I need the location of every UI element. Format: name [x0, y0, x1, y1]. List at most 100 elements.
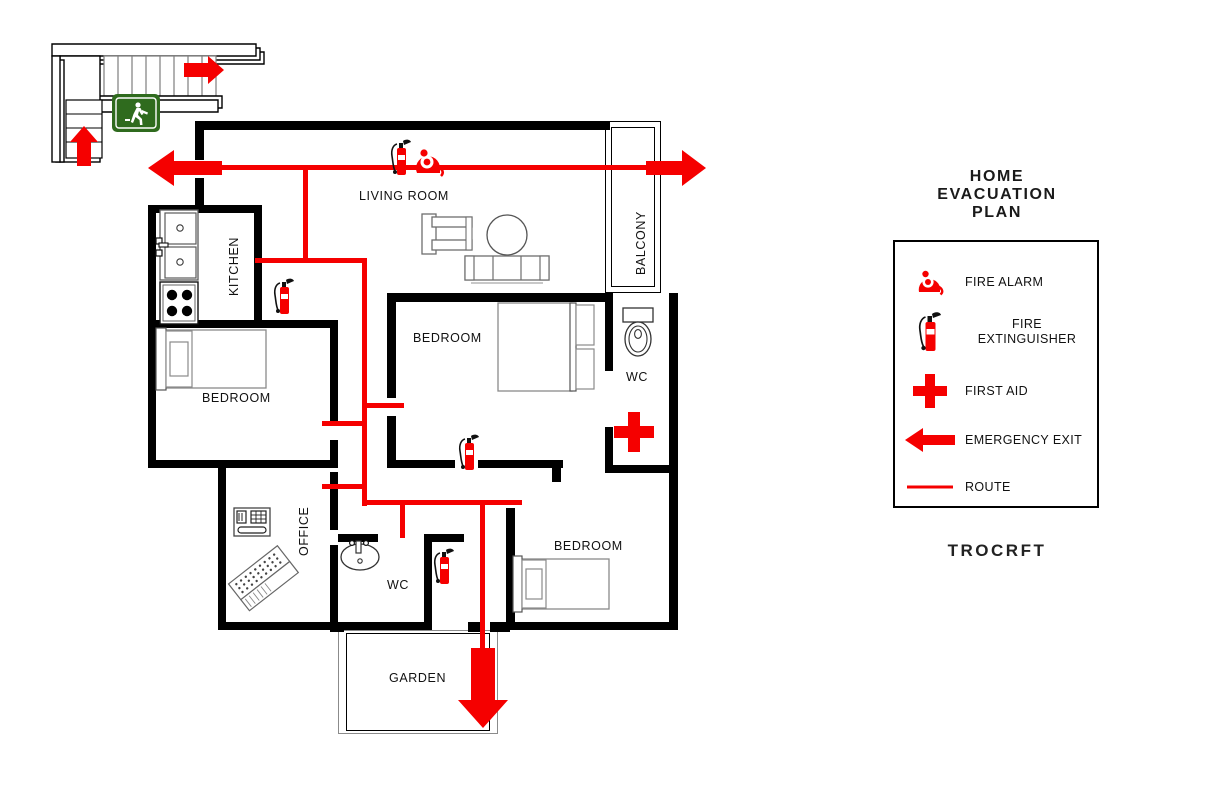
fire-alarm-icon	[895, 256, 965, 308]
plan-title-line-3: PLAN	[972, 204, 1022, 221]
legend-item-emergency-exit: EMERGENCY EXIT	[895, 414, 1101, 466]
emergency-exit-sign-icon	[112, 94, 160, 132]
living-sofa-icon	[464, 255, 550, 284]
wall-bedroom-left-right-upper	[330, 320, 338, 422]
wall-kitchen-right	[254, 205, 262, 327]
legend-label-route: ROUTE	[965, 479, 1011, 494]
toilet-upper-wc-icon	[622, 307, 654, 357]
living-round-table-icon	[486, 214, 528, 256]
route-vertical-kitchen-branch	[303, 165, 308, 261]
bed-right-bedroom-icon	[512, 555, 610, 613]
legend-label-emergency-exit: EMERGENCY EXIT	[965, 432, 1083, 447]
wall-garden-top-mid	[468, 622, 480, 632]
wall-bedroom-left-right-lower	[330, 440, 338, 468]
route-stub-left-bedroom-lower	[322, 484, 367, 489]
wall-bedroom-center-left-lower	[387, 416, 396, 468]
room-label-kitchen: KITCHEN	[227, 236, 241, 296]
legend-item-fire-extinguisher: FIRE EXTINGUISHER	[895, 306, 1101, 358]
wall-kitchen-bottom	[148, 320, 338, 328]
wall-wc-upper-left	[605, 293, 613, 371]
legend-label-fire-alarm: FIRE ALARM	[965, 274, 1044, 289]
room-label-living-room: LIVING ROOM	[359, 189, 449, 203]
wall-office-right-upper	[330, 472, 338, 530]
legend-label-fire-extinguisher-line1: FIRE	[1011, 317, 1043, 331]
wall-living-left-lower	[195, 178, 204, 206]
first-aid-icon-plan	[614, 412, 654, 452]
legend-item-route: ROUTE	[895, 461, 1101, 513]
legend-item-fire-alarm: FIRE ALARM	[895, 256, 1101, 308]
wall-garden-top-left	[330, 622, 344, 632]
wall-office-left	[218, 460, 226, 630]
wall-garden-top-right	[490, 622, 510, 632]
route-line-icon	[895, 461, 965, 513]
wall-bedroom-center-bottom-2	[478, 460, 563, 468]
route-stub-left-bedroom-upper	[322, 421, 367, 426]
balcony-outline	[605, 121, 661, 293]
wall-outer-right-upper	[669, 293, 678, 473]
plan-title-line-2: EVACUATION	[937, 186, 1057, 203]
wall-wc-lower-bottom	[338, 622, 432, 630]
wall-kitchen-left	[148, 205, 156, 327]
wall-office-right-lower	[330, 545, 338, 630]
route-stub-wc-lower	[400, 500, 405, 538]
legend-label-first-aid: FIRST AID	[965, 383, 1029, 398]
fire-extinguisher-icon-living-room	[390, 139, 411, 175]
emergency-exit-arrow-stairs-up	[70, 126, 98, 166]
living-armchair-icon	[421, 213, 473, 255]
wall-bedroom-center-left	[387, 293, 396, 398]
wall-bedroom-center-bottom-stub	[552, 460, 561, 482]
wall-bedroom-right-left	[506, 508, 515, 630]
wall-kitchen-top	[148, 205, 262, 213]
room-label-balcony: BALCONY	[634, 211, 648, 275]
room-label-office: OFFICE	[297, 506, 311, 556]
wall-bedroom-left-bottom	[148, 460, 338, 468]
garden-outline	[338, 630, 498, 734]
legend-panel: FIRE ALARM FIRE EXTINGUISHER	[893, 240, 1099, 508]
sink-lower-wc-icon	[340, 539, 380, 571]
fire-extinguisher-icon-kitchen	[273, 278, 294, 314]
wall-bedroom-center-bottom	[387, 460, 455, 468]
emergency-exit-arrow-right	[646, 150, 706, 186]
bed-center-bedroom-icon	[497, 302, 595, 392]
wall-bedroom-center-top	[387, 293, 607, 302]
office-phone-fax-icon	[233, 507, 271, 537]
legend-label-fire-extinguisher-line2: EXTINGUISHER	[977, 332, 1077, 346]
room-label-wc-lower: WC	[387, 578, 410, 592]
wall-living-top	[195, 121, 610, 130]
fire-extinguisher-icon-corridor	[458, 434, 479, 470]
wall-wc-upper-divider	[605, 465, 678, 473]
fire-alarm-icon-living-room	[416, 149, 444, 177]
route-stub-center-bedroom	[362, 403, 404, 408]
kitchen-sink-icon	[155, 209, 199, 281]
wall-wc-lower-sink	[338, 534, 378, 542]
legend-label-fire-extinguisher-wrap: FIRE EXTINGUISHER	[965, 317, 1089, 347]
bed-left-bedroom-icon	[155, 327, 267, 391]
plan-title-line-1: HOME	[969, 168, 1025, 185]
wall-living-left-top	[195, 121, 204, 160]
balcony-outline-inner	[611, 127, 655, 287]
room-label-bedroom-left: BEDROOM	[202, 391, 271, 405]
plan-title: HOME EVACUATION PLAN	[893, 168, 1101, 222]
emergency-exit-arrow-icon	[895, 414, 965, 466]
emergency-exit-arrow-garden-down	[458, 648, 508, 728]
fire-extinguisher-icon	[895, 306, 965, 358]
route-horizontal-lower	[362, 500, 522, 505]
room-label-bedroom-center: BEDROOM	[413, 331, 482, 345]
wall-wc-lower-top-div	[424, 534, 464, 542]
first-aid-icon	[895, 365, 965, 417]
wall-bedroom-left-left	[148, 320, 156, 468]
fire-extinguisher-icon-wc-lower	[433, 548, 454, 584]
route-horizontal-kitchen	[255, 258, 367, 263]
room-label-wc-upper: WC	[626, 370, 649, 384]
wall-wc-upper-left-lower	[605, 427, 613, 469]
kitchen-stove-icon	[159, 281, 199, 325]
wall-bedroom-right-right	[669, 473, 678, 630]
brand-logo: TROCRFT	[947, 541, 1047, 560]
wall-office-bottom	[218, 622, 338, 630]
wall-wc-lower-right	[424, 534, 432, 630]
wall-bedroom-right-bottom	[506, 622, 678, 630]
room-label-bedroom-right: BEDROOM	[554, 539, 623, 553]
legend-item-first-aid: FIRST AID	[895, 365, 1101, 417]
emergency-exit-arrow-left	[148, 150, 222, 186]
